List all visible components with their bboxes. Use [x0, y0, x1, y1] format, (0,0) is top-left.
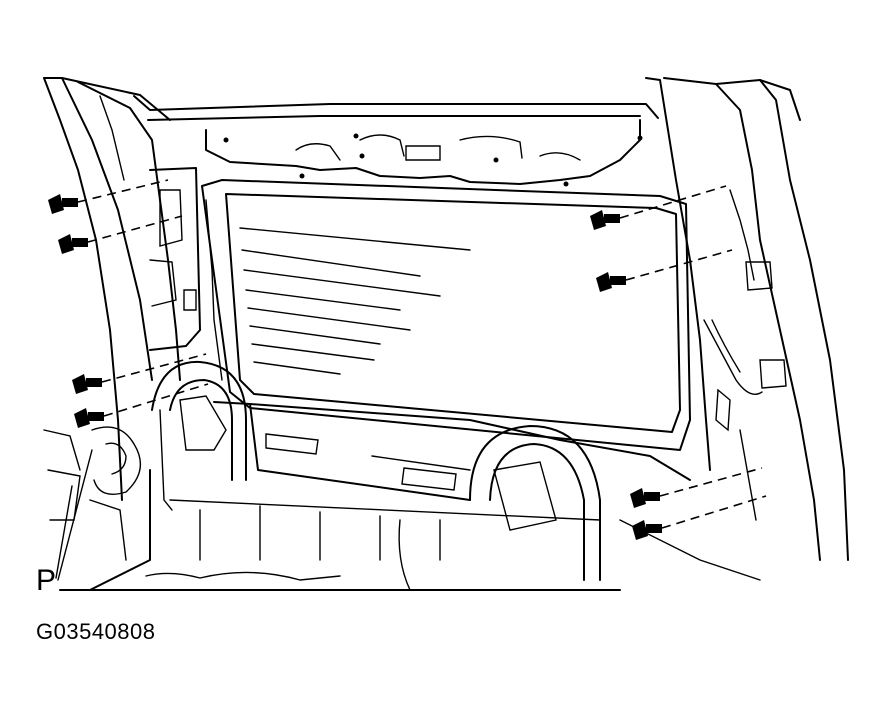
rear-window-glass	[201, 179, 691, 451]
right-pillar	[645, 77, 849, 561]
bolt-icon	[58, 215, 183, 254]
bolt-icon	[630, 467, 763, 508]
bolts-right	[590, 185, 767, 540]
upper-header-panel	[133, 95, 659, 187]
left-pillar	[43, 77, 201, 501]
bolt-icon	[632, 495, 767, 540]
bolt-icon	[590, 185, 727, 230]
bolt-icon	[596, 249, 733, 292]
callout-label-p: P	[36, 564, 57, 597]
lower-body	[43, 360, 761, 591]
bolt-icon	[72, 353, 207, 394]
bolt-icon	[48, 179, 169, 214]
bolts-left	[48, 179, 209, 428]
figure-code: G03540808	[36, 619, 156, 644]
bolt-icon	[74, 383, 209, 428]
callout-leaders	[55, 449, 93, 581]
